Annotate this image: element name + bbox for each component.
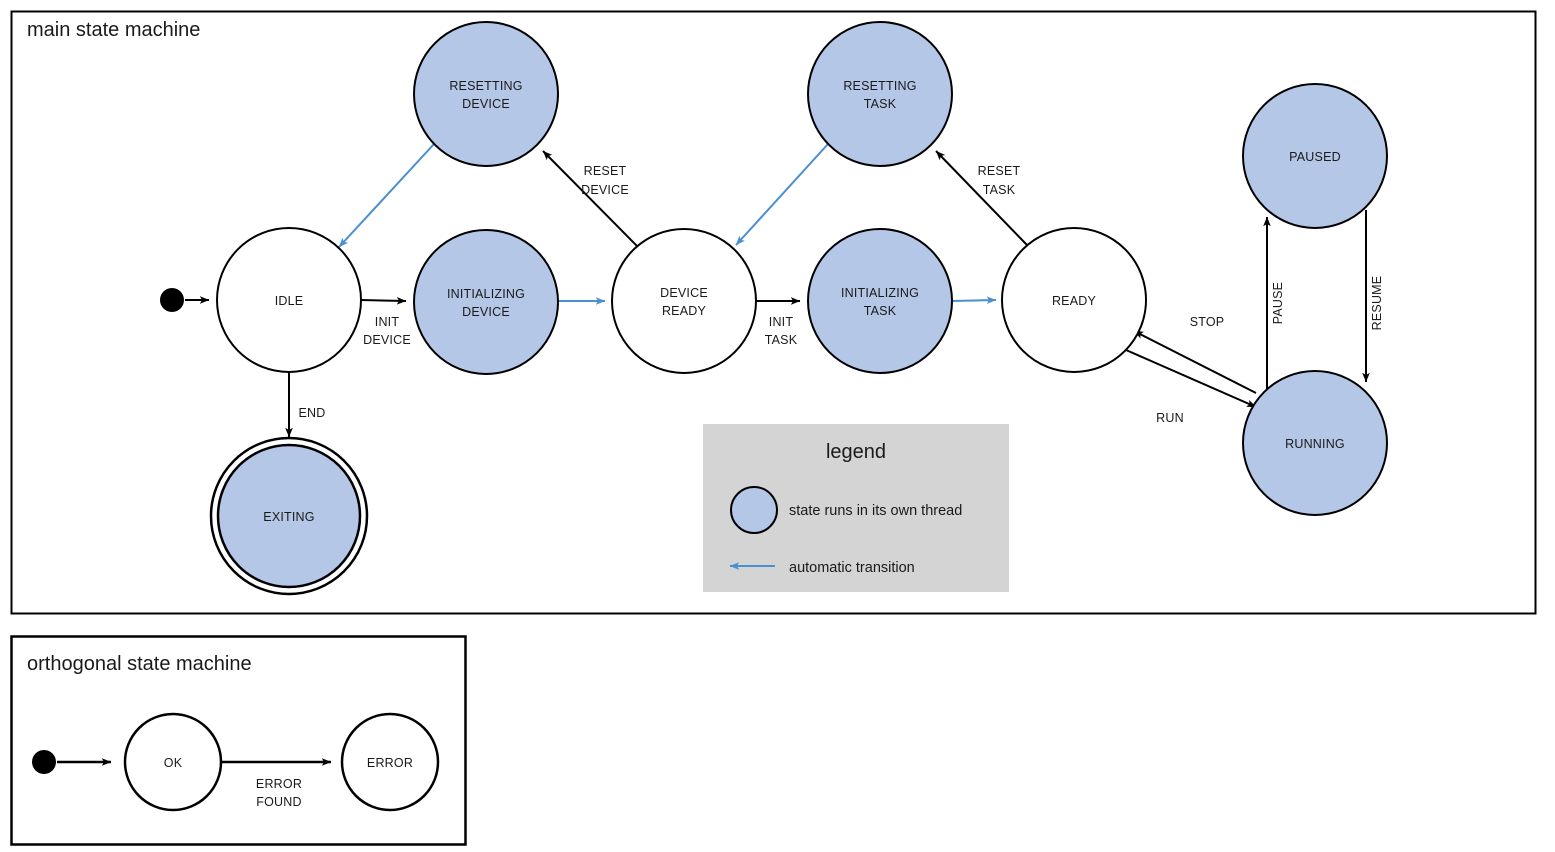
- state-device-ready-label-line2: READY: [662, 304, 707, 318]
- state-initializing-task-circle[interactable]: [807, 228, 953, 374]
- initial-state-marker[interactable]: [160, 288, 184, 312]
- state-exiting-label: EXITING: [263, 510, 314, 524]
- edge-label-pause: PAUSE: [1271, 282, 1285, 324]
- transition-running-to-ready: [1133, 330, 1257, 394]
- edge-label-reset-device-line2: DEVICE: [581, 183, 629, 197]
- edge-label-init-device-line2: DEVICE: [363, 333, 411, 347]
- state-resetting-task-label-line2: TASK: [864, 97, 897, 111]
- state-exiting[interactable]: EXITING: [209, 436, 369, 596]
- orthogonal-states: OK ERROR: [32, 712, 440, 812]
- orthogonal-box-title: orthogonal state machine: [27, 653, 252, 675]
- legend-automatic-transition-text: automatic transition: [789, 560, 915, 576]
- state-initial[interactable]: [160, 288, 184, 312]
- state-resetting-task-circle[interactable]: [807, 21, 953, 167]
- state-ready-circle[interactable]: [1001, 227, 1147, 373]
- state-initializing-task-label-line1: INITIALIZING: [841, 286, 919, 300]
- legend-threaded-state-swatch: [730, 486, 778, 534]
- legend-threaded-state-text: state runs in its own thread: [789, 503, 962, 519]
- edge-label-init-task-line2: TASK: [765, 333, 798, 347]
- state-paused[interactable]: PAUSED: [1242, 83, 1388, 229]
- state-orthogonal-initial[interactable]: [32, 750, 56, 774]
- state-ok-label: OK: [164, 756, 183, 770]
- edge-label-stop: STOP: [1190, 315, 1225, 329]
- edge-label-reset-device-line1: RESET: [584, 164, 627, 178]
- state-resetting-device-label-line1: RESETTING: [449, 79, 522, 93]
- state-initializing-device-circle[interactable]: [413, 229, 559, 375]
- transition-resetting-task-to-device-ready: [735, 143, 829, 246]
- state-error-circle[interactable]: [340, 712, 440, 812]
- edge-label-reset-task-line2: TASK: [983, 183, 1016, 197]
- state-initializing-device[interactable]: INITIALIZING DEVICE: [413, 229, 559, 375]
- state-ok-circle[interactable]: [123, 712, 223, 812]
- state-resetting-task[interactable]: RESETTING TASK: [807, 21, 953, 167]
- state-ready[interactable]: READY: [1001, 227, 1147, 373]
- transition-ready-to-running: [1125, 349, 1257, 408]
- orthogonal-initial-state-marker[interactable]: [32, 750, 56, 774]
- state-initializing-task[interactable]: INITIALIZING TASK: [807, 228, 953, 374]
- state-initializing-device-label-line1: INITIALIZING: [447, 287, 525, 301]
- state-resetting-device[interactable]: RESETTING DEVICE: [413, 21, 559, 167]
- legend: legend state runs in its own thread auto…: [703, 424, 1009, 592]
- state-exiting-circle[interactable]: [216, 443, 362, 589]
- state-error[interactable]: ERROR: [340, 712, 440, 812]
- edge-label-error-found-line1: ERROR: [256, 777, 302, 791]
- state-initializing-device-label-line2: DEVICE: [462, 305, 510, 319]
- state-running-circle[interactable]: [1242, 370, 1388, 516]
- state-paused-circle[interactable]: [1242, 83, 1388, 229]
- state-running-label: RUNNING: [1285, 437, 1345, 451]
- transition-device-ready-to-resetting-device: [542, 150, 638, 247]
- main-box-title: main state machine: [27, 19, 200, 41]
- transition-idle-to-initializing-device: [360, 296, 407, 305]
- edge-label-resume: RESUME: [1370, 276, 1384, 331]
- edge-label-init-task-line1: INIT: [769, 315, 794, 329]
- state-device-ready-label-line1: DEVICE: [660, 286, 708, 300]
- edge-label-run: RUN: [1156, 411, 1184, 425]
- state-resetting-device-label-line2: DEVICE: [462, 97, 510, 111]
- edge-label-init-device-line1: INIT: [375, 315, 400, 329]
- state-paused-label: PAUSED: [1289, 150, 1341, 164]
- edge-label-error-found-line2: FOUND: [256, 795, 301, 809]
- legend-title: legend: [826, 441, 886, 463]
- state-device-ready[interactable]: DEVICE READY: [611, 228, 757, 374]
- state-resetting-task-label-line1: RESETTING: [843, 79, 916, 93]
- state-ready-label: READY: [1052, 294, 1097, 308]
- edge-label-reset-task-line1: RESET: [978, 164, 1021, 178]
- edge-label-end: END: [299, 406, 326, 420]
- state-resetting-device-circle[interactable]: [413, 21, 559, 167]
- state-idle-circle[interactable]: [216, 227, 362, 373]
- main-states: IDLE RESETTING DEVICE INITIALIZING DEVIC…: [160, 21, 1388, 596]
- transition-resetting-device-to-idle: [338, 143, 435, 248]
- state-idle[interactable]: IDLE: [216, 227, 362, 373]
- state-device-ready-circle[interactable]: [611, 228, 757, 374]
- orthogonal-edge-labels: ERROR FOUND: [256, 777, 302, 809]
- transition-ready-to-resetting-task: [935, 150, 1028, 246]
- main-edge-labels: INIT DEVICE RESET DEVICE INIT TASK RESET…: [299, 164, 1385, 425]
- state-ok[interactable]: OK: [123, 712, 223, 812]
- state-idle-label: IDLE: [275, 294, 304, 308]
- main-transitions: [185, 143, 1370, 438]
- state-initializing-task-label-line2: TASK: [864, 304, 897, 318]
- state-running[interactable]: RUNNING: [1242, 370, 1388, 516]
- transition-initializing-task-to-ready: [951, 296, 997, 305]
- state-error-label: ERROR: [367, 756, 413, 770]
